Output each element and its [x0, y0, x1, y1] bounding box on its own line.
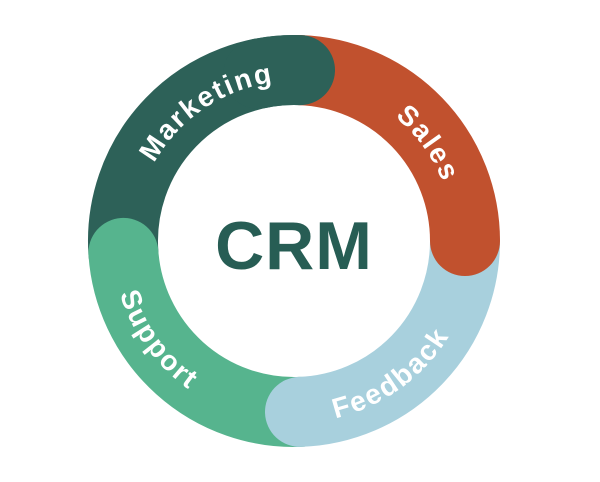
segment-marketing-endcap — [223, 35, 335, 109]
center-crm-label: CRM — [215, 208, 373, 284]
segment-sales — [265, 35, 500, 276]
segment-support — [88, 217, 335, 447]
segment-feedback — [265, 206, 500, 447]
